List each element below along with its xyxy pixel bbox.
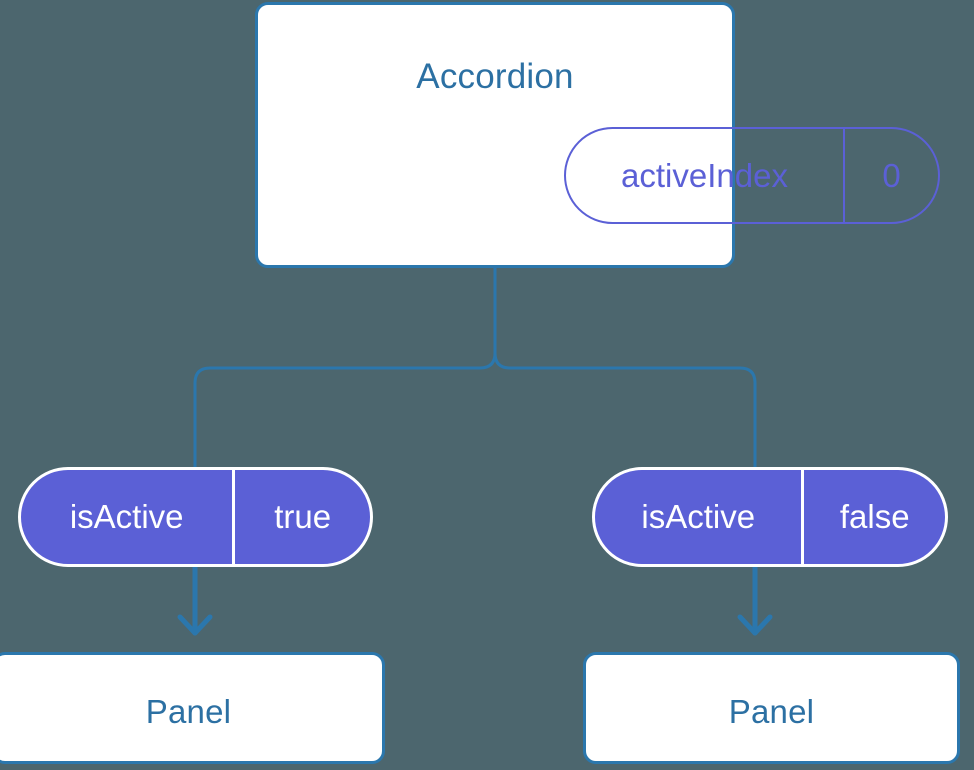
prop-pill-is-active-right[interactable]: isActive false [592,467,948,567]
connector-root-to-right [493,266,757,469]
panel-node-title: Panel [145,693,232,730]
prop-pill-is-active-left[interactable]: isActive true [18,467,373,567]
prop-pill-key: isActive [69,498,184,535]
prop-pill-value: true [232,470,370,564]
prop-pill-value: false [801,470,945,564]
connector-root-to-left [193,266,497,469]
panel-node-right[interactable]: Panel [583,652,960,764]
panel-node-left[interactable]: Panel [0,652,385,764]
arrow-right-head [737,614,773,636]
prop-pill-active-index[interactable]: activeIndex 0 [564,127,940,224]
accordion-node[interactable]: Accordion activeIndex 0 [255,2,940,268]
arrow-left-head [177,614,213,636]
panel-node-title: Panel [728,693,815,730]
prop-pill-key: isActive [641,498,756,535]
prop-pill-key: activeIndex [621,156,788,194]
accordion-node-title: Accordion [416,57,574,96]
prop-pill-value: 0 [843,129,938,222]
